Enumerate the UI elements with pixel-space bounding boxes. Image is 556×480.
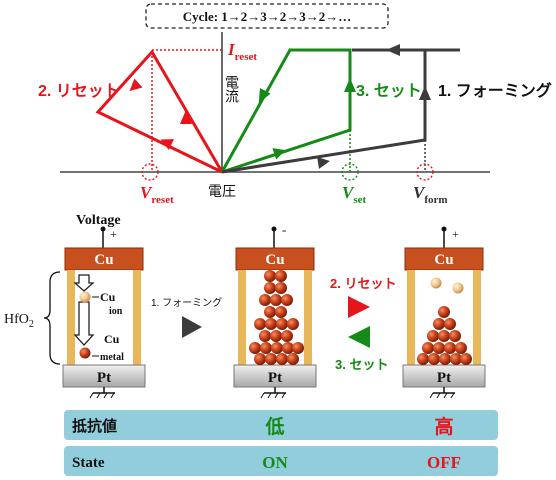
table-row-state xyxy=(64,446,498,476)
filament-partial xyxy=(417,306,472,365)
cu-metal-label: Cu xyxy=(104,332,120,346)
forming-label: 1. フォーミング xyxy=(438,81,552,100)
i-reset-label: Ireset xyxy=(227,40,257,63)
v-set-label: Vset xyxy=(342,183,367,206)
forming-arrow-label: 1. フォーミング xyxy=(151,296,222,309)
reset-curve xyxy=(95,49,224,174)
bottom-electrode-2: Pt xyxy=(268,370,282,386)
current-axis-label: 電流 xyxy=(224,75,240,104)
iv-plot: Cycle: 1→2→3→2→3→2→… 電流 電圧 xyxy=(38,3,552,206)
state-label: State xyxy=(72,455,105,471)
cycle-box xyxy=(145,3,389,29)
drift-arrow-large xyxy=(73,301,95,346)
top-electrode-1: Cu xyxy=(94,252,113,268)
bottom-electrode-3: Pt xyxy=(437,370,451,386)
polarity-3: + xyxy=(452,227,459,241)
set-arrow-up xyxy=(344,78,356,92)
state-off-value: OFF xyxy=(427,453,461,472)
cu-metal-sub: metal xyxy=(100,352,124,363)
reset-label: 2. リセット xyxy=(38,83,120,100)
cycle-label: Cycle: 1→2→3→2→3→2→… xyxy=(183,9,352,24)
set-arrow-right xyxy=(272,148,286,160)
device-off: + Cu Pt xyxy=(402,226,486,399)
v-reset-label: Vreset xyxy=(140,183,174,206)
set-arrow-label: 3. セット xyxy=(335,357,388,372)
drift-arrow-small xyxy=(73,274,95,292)
state-table: 抵抗値 低 高 State ON OFF xyxy=(64,410,498,476)
reset-arrow-left xyxy=(129,78,143,92)
v-reset-marker xyxy=(141,163,159,181)
set-label: 3. セット xyxy=(356,83,422,100)
reset-triangle xyxy=(348,296,370,318)
device-initial: + Cu Pt Cu ion Cu metal xyxy=(62,226,146,399)
table-row-resistance xyxy=(64,410,498,440)
device-on: - Cu Pt xyxy=(233,222,317,399)
reset-set-transition: 2. リセット 3. セット xyxy=(330,276,396,372)
v-set-marker xyxy=(341,163,359,181)
oxide-bracket: HfO2 xyxy=(4,271,61,365)
cu-metal-sphere xyxy=(79,347,91,359)
dissolved-ions xyxy=(430,277,464,294)
top-electrode-2: Cu xyxy=(265,252,284,268)
forming-arrow-right xyxy=(317,157,330,169)
cu-ion-sphere xyxy=(79,291,91,303)
reset-arrow-label: 2. リセット xyxy=(330,276,396,291)
forming-arrow-left xyxy=(386,44,400,56)
resistance-label: 抵抗値 xyxy=(72,417,117,435)
reset-arrow-diag xyxy=(160,139,174,150)
cu-ion-sub: ion xyxy=(109,306,123,317)
cu-ion-label: Cu xyxy=(100,290,116,304)
polarity-1: + xyxy=(110,227,117,241)
state-on-value: ON xyxy=(262,453,288,472)
voltage-axis-label: 電圧 xyxy=(208,183,236,199)
set-triangle xyxy=(348,326,370,348)
reset-arrow-up xyxy=(180,110,192,124)
resistance-off-value: 高 xyxy=(434,415,453,438)
set-curve xyxy=(220,48,352,174)
forming-arrow-up xyxy=(419,86,431,100)
resistance-on-value: 低 xyxy=(264,415,284,438)
forming-transition: 1. フォーミング xyxy=(151,296,222,338)
v-form-label: Vform xyxy=(413,183,448,206)
bottom-electrode-1: Pt xyxy=(97,370,111,386)
set-arrow-down xyxy=(258,88,271,104)
voltage-top: Voltage xyxy=(76,213,121,228)
filament-full xyxy=(249,270,304,365)
forming-triangle xyxy=(182,316,202,338)
top-electrode-3: Cu xyxy=(434,252,453,268)
voltage-label: Voltage xyxy=(76,213,121,228)
oxide-label: HfO2 xyxy=(4,312,34,330)
v-form-marker xyxy=(416,163,434,181)
polarity-2: - xyxy=(282,222,286,237)
